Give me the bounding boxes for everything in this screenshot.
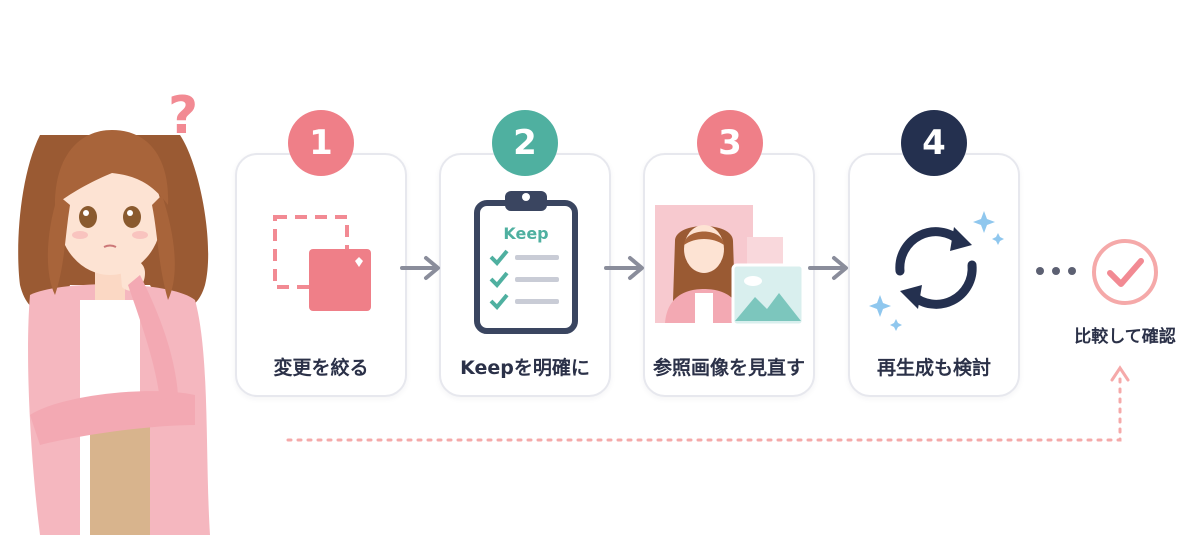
- final-label: 比較して確認: [1074, 327, 1176, 347]
- clipboard-checklist-icon: Keep: [474, 191, 578, 334]
- step-label-3: 参照画像を見直す: [652, 357, 805, 379]
- crop-square-icon: [273, 215, 371, 311]
- step-card-3: 参照画像を見直す: [643, 153, 815, 397]
- question-mark-icon: ?: [168, 86, 199, 146]
- feedback-loop-line: [286, 365, 1130, 442]
- regenerate-cycle-icon: [869, 211, 1004, 331]
- step-card-4: 再生成も検討: [848, 153, 1020, 397]
- step-badge-1: 1: [288, 110, 354, 176]
- step-label-2: Keepを明確に: [460, 357, 590, 379]
- step-card-1: 変更を絞る: [235, 153, 407, 397]
- step-card-2: Keep Keepを明確に: [439, 153, 611, 397]
- step-badge-3: 3: [697, 110, 763, 176]
- ellipsis-icon: [1036, 267, 1076, 275]
- checkmark-circle-icon: [1092, 239, 1158, 305]
- clipboard-keep-text: Keep: [503, 224, 548, 243]
- thinking-girl-illustration: [18, 130, 210, 535]
- step-badge-4: 4: [901, 110, 967, 176]
- arrow-right-icon: [400, 256, 440, 280]
- step-label-1: 変更を絞る: [273, 357, 369, 379]
- step-label-4: 再生成も検討: [876, 357, 991, 379]
- step-badge-2: 2: [492, 110, 558, 176]
- arrow-right-icon: [808, 256, 848, 280]
- arrow-right-icon: [604, 256, 644, 280]
- reference-image-icon: [655, 205, 805, 327]
